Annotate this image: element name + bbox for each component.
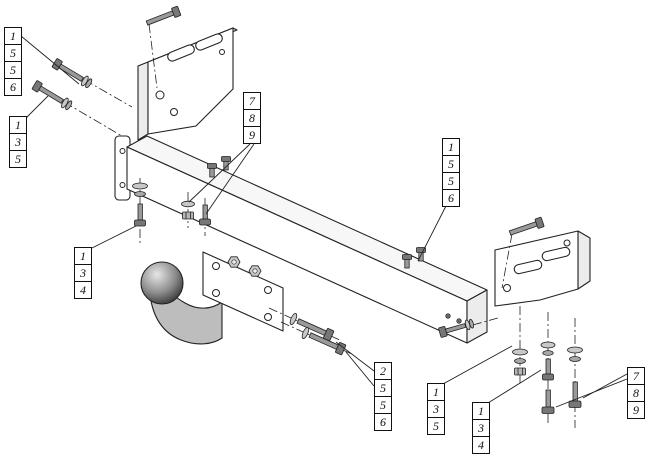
callout-number: 8 (243, 109, 261, 127)
callout-group-left-middle: 1 3 4 (74, 247, 92, 299)
callout-group-bottom-1: 1 3 5 (427, 383, 445, 435)
callout-number: 5 (374, 379, 392, 397)
leader-lines (20, 35, 628, 408)
callout-number: 9 (243, 126, 261, 144)
callout-number: 1 (9, 116, 27, 134)
fastener-stack-bottom-right (512, 341, 583, 414)
callout-number: 6 (4, 78, 22, 96)
callout-group-bottom-right: 7 8 9 (627, 367, 645, 419)
crossbeam (114, 135, 488, 344)
fastener-bolt-left-a (51, 57, 94, 90)
callout-number: 4 (472, 436, 490, 454)
right-bracket (494, 230, 591, 307)
callout-number: 6 (374, 413, 392, 431)
callout-number: 5 (442, 172, 460, 190)
bracket-slot (167, 44, 195, 62)
plate-nut (248, 265, 262, 277)
callout-group-right-middle: 1 5 5 6 (442, 138, 460, 207)
callout-number: 8 (627, 384, 645, 402)
callout-number: 1 (74, 247, 92, 265)
plate-nut (227, 256, 241, 268)
callout-number: 3 (74, 264, 92, 282)
callout-group-center: 7 8 9 (243, 92, 261, 144)
callout-number: 1 (427, 383, 445, 401)
callout-group-bottom-center: 2 5 5 6 (374, 362, 392, 431)
callout-number: 5 (4, 61, 22, 79)
left-bracket (137, 27, 238, 141)
callout-number: 5 (374, 396, 392, 414)
callout-group-bottom-2: 1 3 4 (472, 402, 490, 454)
bracket-slot (513, 259, 543, 275)
callout-number: 5 (427, 417, 445, 435)
ball-mount (140, 251, 284, 345)
callout-group-left: 1 3 5 (9, 116, 27, 168)
fastener-bolt-top-right (507, 216, 545, 239)
callout-group-top-left: 1 5 5 6 (4, 27, 22, 96)
callout-number: 5 (442, 155, 460, 173)
callout-number: 6 (442, 189, 460, 207)
callout-number: 3 (427, 400, 445, 418)
callout-number: 3 (472, 419, 490, 437)
callout-number: 7 (243, 92, 261, 110)
bracket-slot (195, 33, 223, 51)
bracket-slot (541, 246, 571, 262)
tow-ball (140, 261, 184, 305)
callout-number: 9 (627, 401, 645, 419)
fastener-bolt-top-left (144, 5, 182, 29)
fastener-stack-under-beam-left (132, 182, 211, 227)
callout-number: 5 (9, 150, 27, 168)
callout-number: 4 (74, 281, 92, 299)
callout-number: 1 (442, 138, 460, 156)
callout-number: 5 (4, 44, 22, 62)
callout-number: 2 (374, 362, 392, 380)
callout-number: 3 (9, 133, 27, 151)
callout-number: 1 (472, 402, 490, 420)
callout-number: 1 (4, 27, 22, 45)
callout-number: 7 (627, 367, 645, 385)
